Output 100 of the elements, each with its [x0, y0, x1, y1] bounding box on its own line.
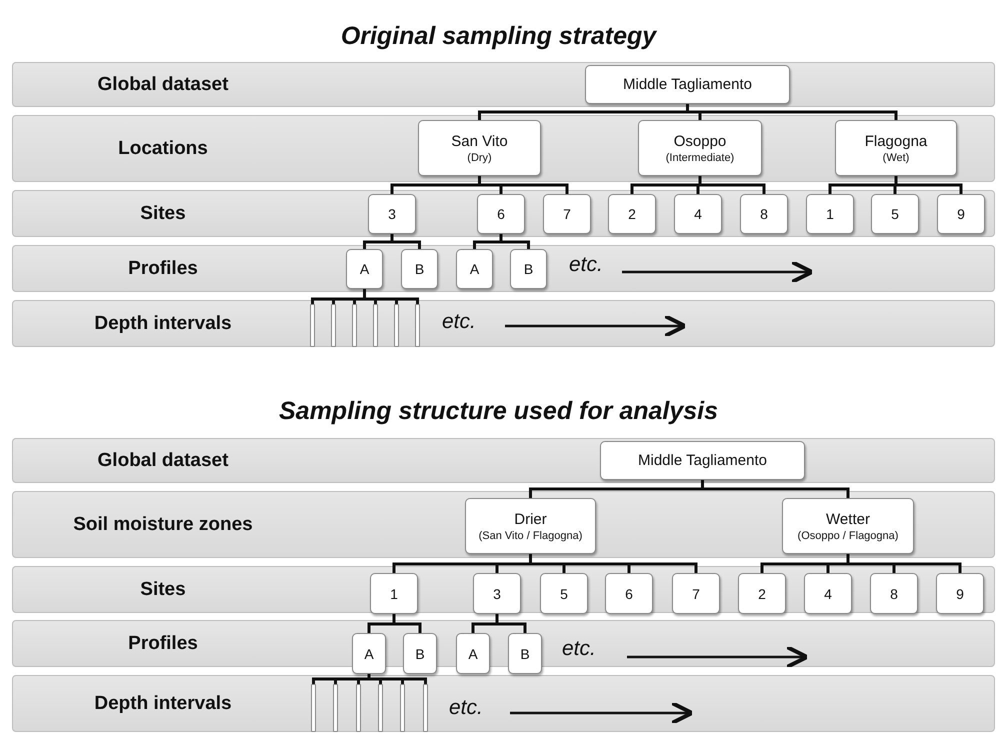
level-label: Global dataset — [96, 450, 230, 472]
hierarchy-box — [540, 573, 588, 614]
note-text: etc. — [562, 637, 596, 661]
node-label: A — [360, 261, 370, 277]
hierarchy-box — [401, 249, 438, 289]
node-label: 6 — [625, 586, 633, 602]
node-label: 9 — [956, 586, 964, 602]
node-sublabel: (Intermediate) — [666, 152, 734, 164]
note-text: etc. — [569, 253, 603, 277]
node-label: B — [415, 646, 425, 662]
level-label: Soil moisture zones — [72, 514, 254, 536]
level-band — [12, 300, 995, 347]
hierarchy-box — [638, 120, 762, 176]
level-label: Profiles — [127, 632, 199, 654]
hierarchy-box — [403, 633, 437, 674]
node-label: 3 — [493, 586, 501, 602]
level-band — [12, 62, 995, 107]
hierarchy-box — [543, 194, 591, 234]
depth-interval-bar — [394, 304, 399, 347]
hierarchy-box — [456, 633, 490, 674]
level-band — [12, 190, 995, 237]
hierarchy-box — [936, 573, 984, 614]
node-label: 8 — [760, 206, 768, 222]
hierarchy-box — [508, 633, 542, 674]
level-band — [12, 566, 995, 613]
level-band — [12, 438, 995, 483]
section-heading: Sampling structure used for analysis — [278, 397, 719, 426]
depth-interval-bar — [331, 304, 336, 347]
depth-interval-bar — [333, 684, 338, 732]
depth-interval-bar — [352, 304, 357, 347]
hierarchy-box — [418, 120, 541, 176]
node-label: B — [520, 646, 530, 662]
level-label: Sites — [139, 202, 187, 224]
node-label: Middle Tagliamento — [638, 452, 767, 469]
depth-interval-bar — [415, 304, 420, 347]
node-label: 4 — [694, 206, 702, 222]
hierarchy-box — [510, 249, 547, 289]
hierarchy-box — [368, 194, 416, 234]
node-label: Middle Tagliamento — [623, 76, 752, 93]
hierarchy-box — [605, 573, 653, 614]
node-sublabel: (San Vito / Flagogna) — [478, 530, 582, 542]
node-label: B — [524, 261, 534, 277]
hierarchy-box — [835, 120, 957, 176]
tree-connector — [390, 234, 421, 249]
node-label: Flagogna — [864, 132, 928, 150]
level-band — [12, 245, 995, 292]
hierarchy-box — [456, 249, 493, 289]
note-text: etc. — [442, 310, 476, 334]
level-label: Locations — [117, 138, 209, 160]
hierarchy-box — [782, 498, 914, 554]
node-label: 7 — [563, 206, 571, 222]
node-label: 6 — [497, 206, 505, 222]
depth-interval-bar — [356, 684, 361, 732]
node-label: 2 — [628, 206, 636, 222]
node-label: 8 — [890, 586, 898, 602]
node-label: 4 — [824, 586, 832, 602]
node-label: A — [470, 261, 480, 277]
tree-connector — [686, 104, 898, 120]
tree-connector — [500, 234, 530, 249]
node-label: A — [468, 646, 478, 662]
hierarchy-box — [937, 194, 985, 234]
level-band — [12, 115, 995, 182]
node-label: 1 — [390, 586, 398, 602]
hierarchy-box — [477, 194, 525, 234]
depth-interval-bar — [310, 304, 315, 347]
hierarchy-box — [600, 441, 805, 480]
hierarchy-box — [346, 249, 383, 289]
hierarchy-box — [370, 573, 418, 614]
hierarchy-box — [870, 573, 918, 614]
hierarchy-box — [473, 573, 521, 614]
hierarchy-box — [740, 194, 788, 234]
level-label: Profiles — [127, 258, 199, 280]
hierarchy-box — [352, 633, 386, 674]
depth-interval-bar — [423, 684, 428, 732]
depth-interval-bar — [378, 684, 383, 732]
node-label: 3 — [388, 206, 396, 222]
node-label: San Vito — [451, 132, 508, 150]
depth-interval-bar — [373, 304, 378, 347]
level-label: Sites — [139, 578, 187, 600]
diagram-title: Original sampling strategy — [340, 22, 658, 51]
node-sublabel: (Wet) — [882, 152, 910, 164]
node-label: 1 — [826, 206, 834, 222]
node-label: B — [414, 261, 424, 277]
hierarchy-box — [585, 65, 790, 104]
hierarchy-box — [804, 573, 852, 614]
node-label: 9 — [957, 206, 965, 222]
node-sublabel: (Dry) — [467, 152, 492, 164]
note-text: etc. — [449, 696, 483, 720]
node-label: Wetter — [826, 510, 870, 528]
depth-interval-bar — [400, 684, 405, 732]
node-label: 2 — [758, 586, 766, 602]
level-band — [12, 675, 995, 732]
node-label: Osoppo — [674, 132, 726, 150]
node-label: 7 — [692, 586, 700, 602]
hierarchy-box — [871, 194, 919, 234]
depth-interval-bar — [311, 684, 316, 732]
hierarchy-box — [738, 573, 786, 614]
hierarchy-box — [465, 498, 596, 554]
level-label: Depth intervals — [93, 312, 233, 334]
node-sublabel: (Osoppo / Flagogna) — [798, 530, 898, 542]
